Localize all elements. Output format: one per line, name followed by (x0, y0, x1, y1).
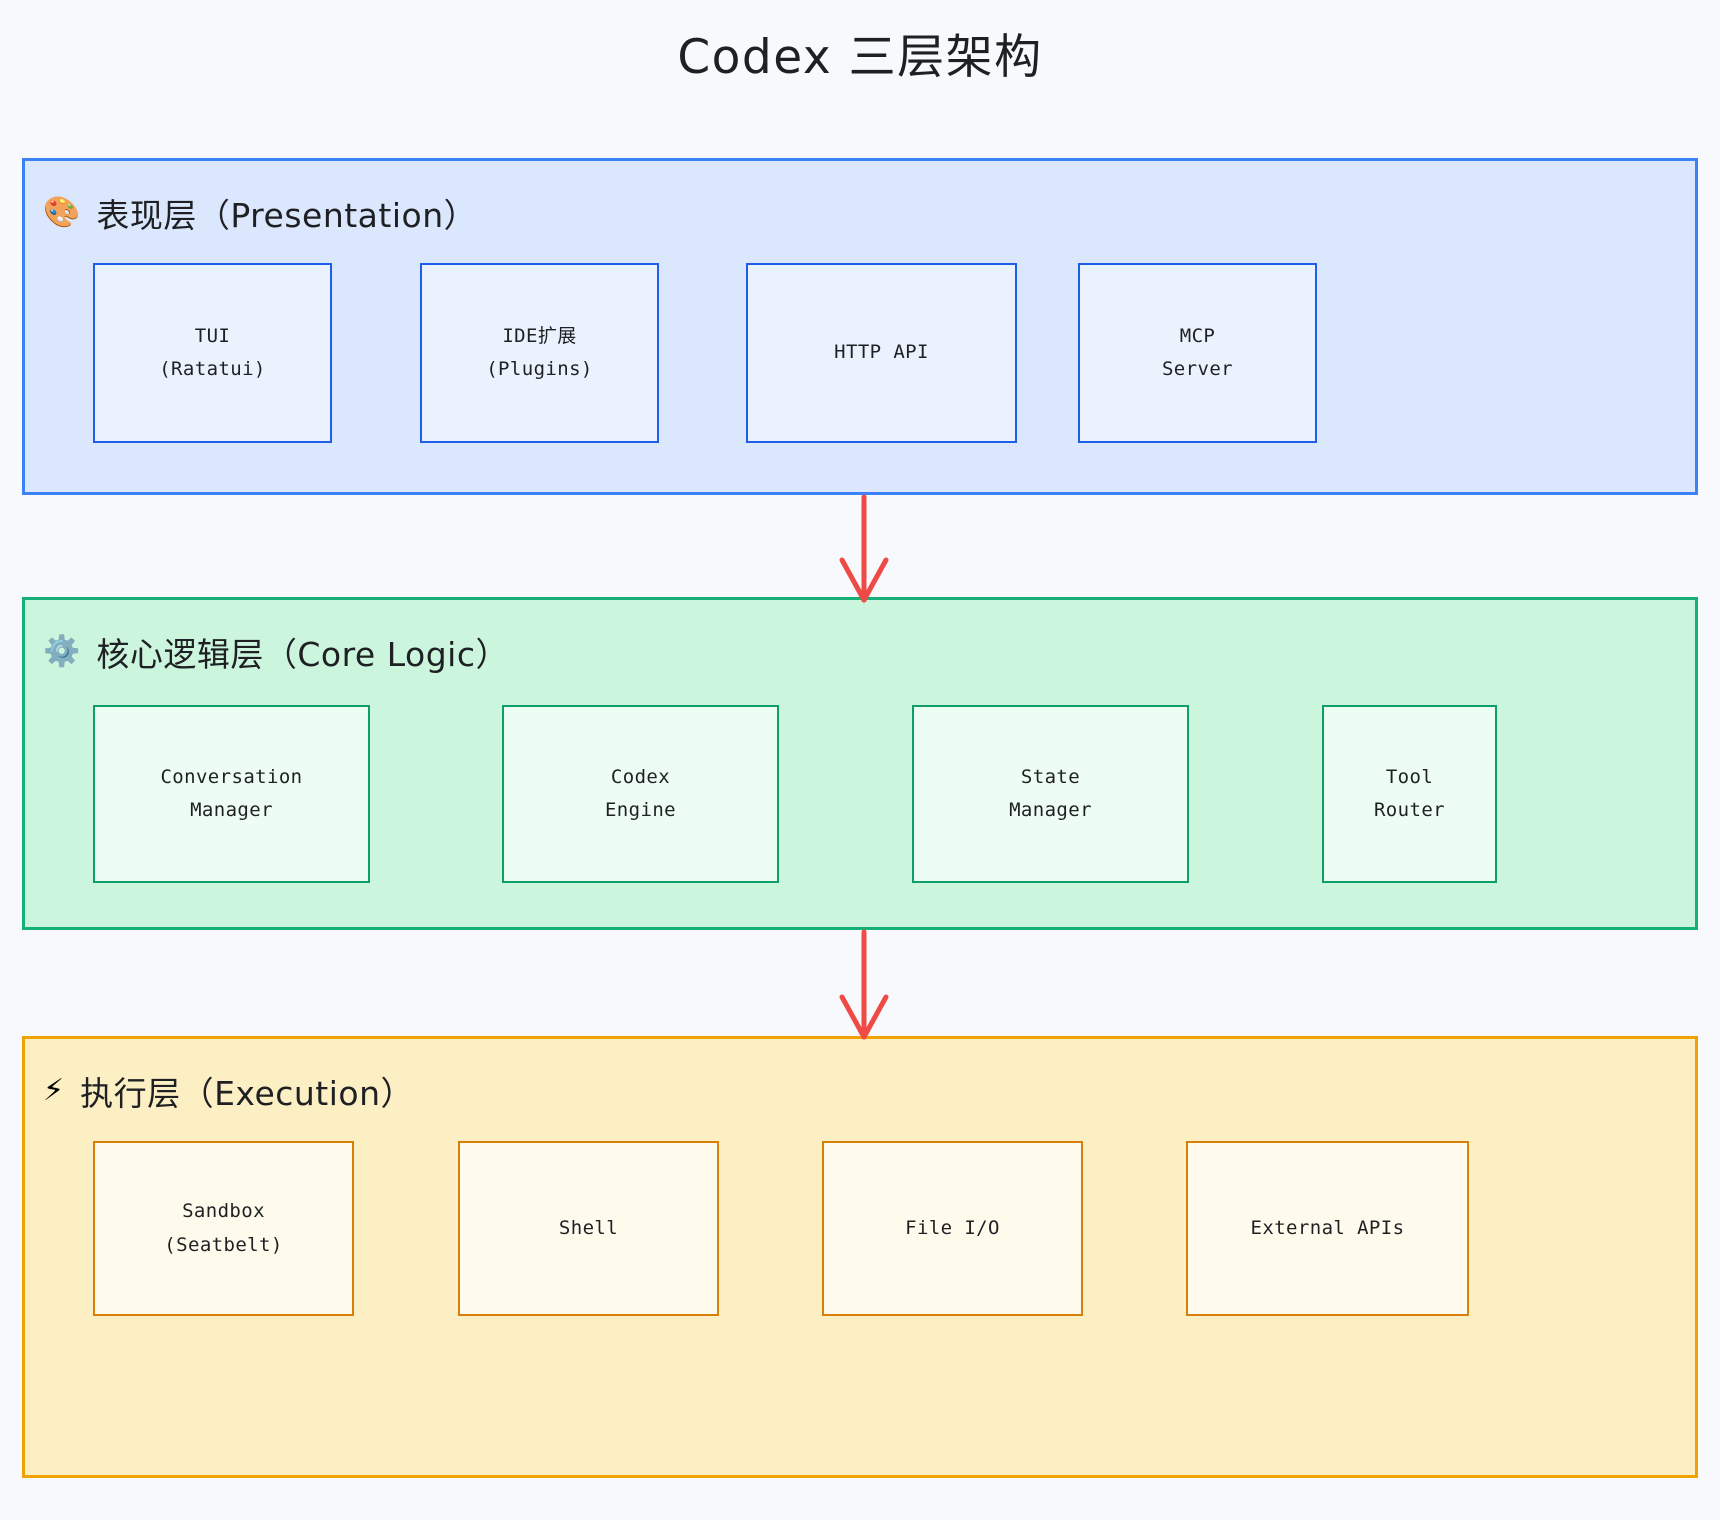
node-tool-router[interactable]: Tool Router (1322, 705, 1497, 883)
node-conversation-manager[interactable]: Conversation Manager (93, 705, 370, 883)
layer-presentation-header: 🎨 表现层（Presentation） (43, 189, 477, 237)
node-sandbox[interactable]: Sandbox (Seatbelt) (93, 1141, 354, 1316)
node-codex-engine[interactable]: Codex Engine (502, 705, 779, 883)
layer-presentation-label: 表现层（Presentation） (96, 196, 478, 235)
node-tui[interactable]: TUI (Ratatui) (93, 263, 332, 443)
layer-execution: ⚡ 执行层（Execution） Sandbox (Seatbelt) Shel… (22, 1036, 1698, 1478)
node-mcp-server[interactable]: MCP Server (1078, 263, 1317, 443)
layer-core-logic: ⚙️ 核心逻辑层（Core Logic） Conversation Manage… (22, 597, 1698, 930)
node-file-io[interactable]: File I/O (822, 1141, 1083, 1316)
layer-execution-header: ⚡ 执行层（Execution） (43, 1067, 414, 1115)
arrow-core-to-execution (839, 929, 889, 1040)
page-title: Codex 三层架构 (677, 30, 1043, 85)
palette-icon: 🎨 (43, 195, 81, 230)
layer-core-logic-header: ⚙️ 核心逻辑层（Core Logic） (43, 628, 509, 676)
node-external-apis[interactable]: External APIs (1186, 1141, 1469, 1316)
node-state-manager[interactable]: State Manager (912, 705, 1189, 883)
lightning-bolt-icon: ⚡ (43, 1073, 65, 1108)
layer-presentation: 🎨 表现层（Presentation） TUI (Ratatui) IDE扩展 … (22, 158, 1698, 495)
node-shell[interactable]: Shell (458, 1141, 719, 1316)
node-http-api[interactable]: HTTP API (746, 263, 1017, 443)
node-ide-extension[interactable]: IDE扩展 (Plugins) (420, 263, 659, 443)
layer-execution-label: 执行层（Execution） (80, 1074, 415, 1113)
gear-icon: ⚙️ (43, 634, 81, 669)
layer-core-logic-label: 核心逻辑层（Core Logic） (96, 635, 509, 674)
arrow-presentation-to-core (839, 494, 889, 603)
